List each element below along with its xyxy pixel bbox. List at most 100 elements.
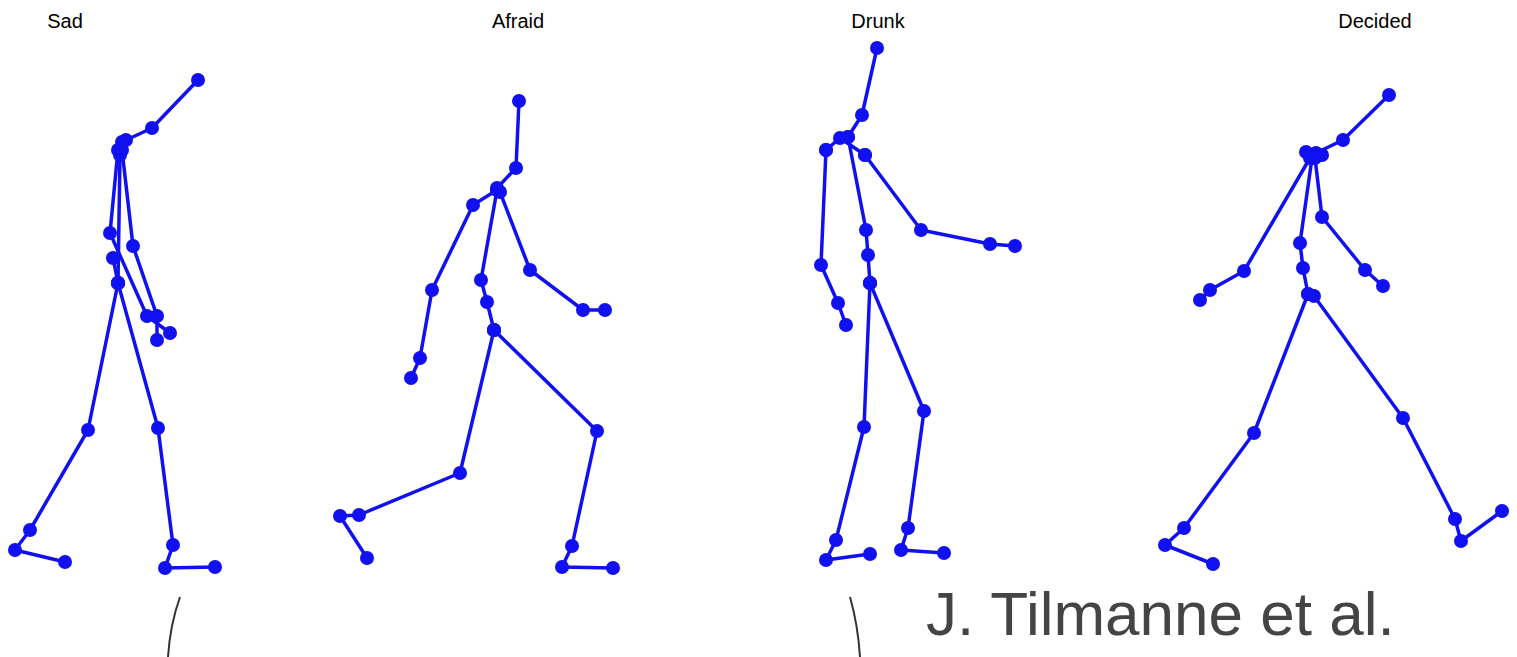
joint-dot (863, 276, 877, 290)
joint-dot (487, 323, 501, 337)
joint-dot (858, 148, 872, 162)
joint-dot (870, 41, 884, 55)
limb (118, 283, 215, 568)
joint-dot (857, 420, 871, 434)
joint-dot (1495, 504, 1509, 518)
joint-dot (606, 561, 620, 575)
joint-dot (115, 143, 129, 157)
joint-dot (590, 424, 604, 438)
joint-dot (831, 296, 845, 310)
joint-dot (829, 533, 843, 547)
joint-dot (576, 303, 590, 317)
joint-dot (150, 333, 164, 347)
limb (110, 150, 170, 333)
limb (1165, 294, 1308, 564)
joint-dot (1315, 210, 1329, 224)
limb (122, 80, 198, 142)
joint-dot (1206, 557, 1220, 571)
joint-dot (1396, 411, 1410, 425)
limb (1200, 158, 1310, 300)
limb (1316, 95, 1389, 153)
joint-dot (598, 303, 612, 317)
joint-dot (565, 539, 579, 553)
joint-dot (855, 108, 869, 122)
joint-dot (814, 258, 828, 272)
joint-dot (1193, 293, 1207, 307)
figure-title: Decided (1338, 10, 1411, 32)
joint-dot (404, 371, 418, 385)
joint-dot (512, 94, 526, 108)
joint-dot (425, 283, 439, 297)
joint-dot (1382, 88, 1396, 102)
joint-dot (523, 263, 537, 277)
drunk-figure (814, 41, 1022, 567)
limb (1315, 158, 1383, 286)
joint-dot (1247, 426, 1261, 440)
figure-title: Sad (47, 10, 83, 32)
joint-dot (1237, 264, 1251, 278)
limb (15, 283, 118, 562)
afraid-figure (333, 94, 620, 575)
joint-dot (191, 73, 205, 87)
decided-figure (1158, 88, 1509, 571)
joint-dot (106, 251, 120, 265)
figure-title: Drunk (851, 10, 904, 32)
limb (826, 283, 870, 560)
joint-dot (8, 543, 22, 557)
joint-dot (1177, 521, 1191, 535)
joint-dot (858, 148, 872, 162)
joint-dot (150, 309, 164, 323)
joint-dot (819, 143, 833, 157)
joint-dot (1305, 151, 1319, 165)
joint-dot (145, 121, 159, 135)
joint-dot (841, 130, 855, 144)
joint-dot (208, 560, 222, 574)
joint-dot (1008, 239, 1022, 253)
joint-dot (819, 553, 833, 567)
joint-dot (917, 404, 931, 418)
citation-label: J. Tilmanne et al. (926, 580, 1395, 648)
joint-dot (861, 248, 875, 262)
bracket-curve (168, 597, 180, 657)
joint-dot (1296, 261, 1310, 275)
limb (848, 48, 877, 137)
joint-dot (914, 223, 928, 237)
bracket-curve (850, 597, 860, 657)
limb (340, 330, 494, 558)
joint-dot (58, 555, 72, 569)
joint-dot (480, 295, 494, 309)
joint-dot (158, 561, 172, 575)
joint-dot (1454, 534, 1468, 548)
joint-dot (166, 538, 180, 552)
limb (1314, 296, 1502, 541)
joint-dot (863, 276, 877, 290)
joint-dot (352, 508, 366, 522)
limb (821, 150, 846, 325)
joint-dot (413, 351, 427, 365)
joint-dot (487, 323, 501, 337)
limb (865, 155, 1015, 246)
joint-dot (1376, 279, 1390, 293)
limb (500, 192, 605, 310)
limb (481, 190, 497, 330)
joint-dot (819, 143, 833, 157)
limb (870, 283, 944, 553)
joint-dot (474, 273, 488, 287)
joint-dot (1203, 283, 1217, 297)
joint-dot (937, 546, 951, 560)
sad-figure (8, 73, 222, 575)
joint-dot (111, 276, 125, 290)
joint-dot (111, 276, 125, 290)
figure-title: Afraid (492, 10, 544, 32)
joint-dot (901, 521, 915, 535)
joint-dot (841, 130, 855, 144)
joint-dot (859, 223, 873, 237)
joint-dot (333, 509, 347, 523)
joint-dot (490, 183, 504, 197)
joint-dot (1158, 538, 1172, 552)
joint-dot (863, 276, 877, 290)
joint-dot (555, 560, 569, 574)
joint-dot (466, 198, 480, 212)
